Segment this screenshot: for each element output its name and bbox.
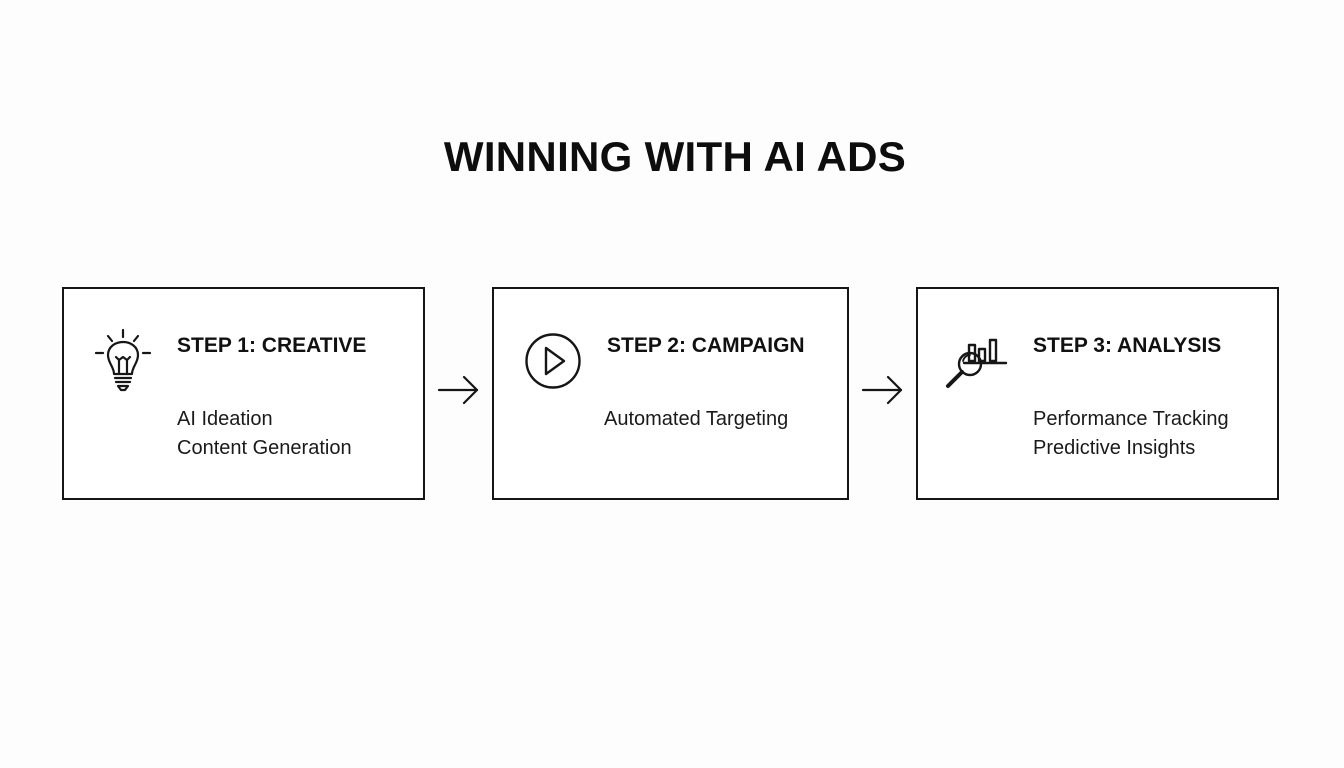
diagram-title: WINNING WITH AI ADS — [443, 133, 907, 180]
step-1-heading: STEP 1: CREATIVE — [177, 334, 367, 357]
step-box-analysis: STEP 3: ANALYSIS Performance Tracking Pr… — [916, 287, 1279, 500]
step-3-item: Performance Tracking — [1033, 408, 1229, 430]
step-box-campaign: STEP 2: CAMPAIGN Automated Targeting — [492, 287, 849, 500]
step-2-item: Automated Targeting — [604, 408, 789, 430]
step-3-items: Performance Tracking Predictive Insights — [1033, 405, 1229, 463]
step-2-items: Automated Targeting — [604, 405, 788, 434]
step-1-item: Content Generation — [177, 437, 352, 459]
lightbulb-icon — [94, 328, 152, 392]
arrow-right-icon — [437, 375, 479, 405]
play-button-icon — [525, 333, 581, 389]
step-3-heading: STEP 3: ANALYSIS — [1033, 334, 1222, 357]
step-2-heading: STEP 2: CAMPAIGN — [607, 334, 805, 357]
magnifier-chart-icon — [946, 338, 1008, 388]
step-1-items: AI Ideation Content Generation — [177, 405, 352, 463]
step-box-creative: STEP 1: CREATIVE AI Ideation Content Gen… — [62, 287, 425, 500]
step-3-item: Predictive Insights — [1033, 437, 1196, 459]
step-1-item: AI Ideation — [177, 408, 273, 430]
arrow-right-icon — [861, 375, 903, 405]
